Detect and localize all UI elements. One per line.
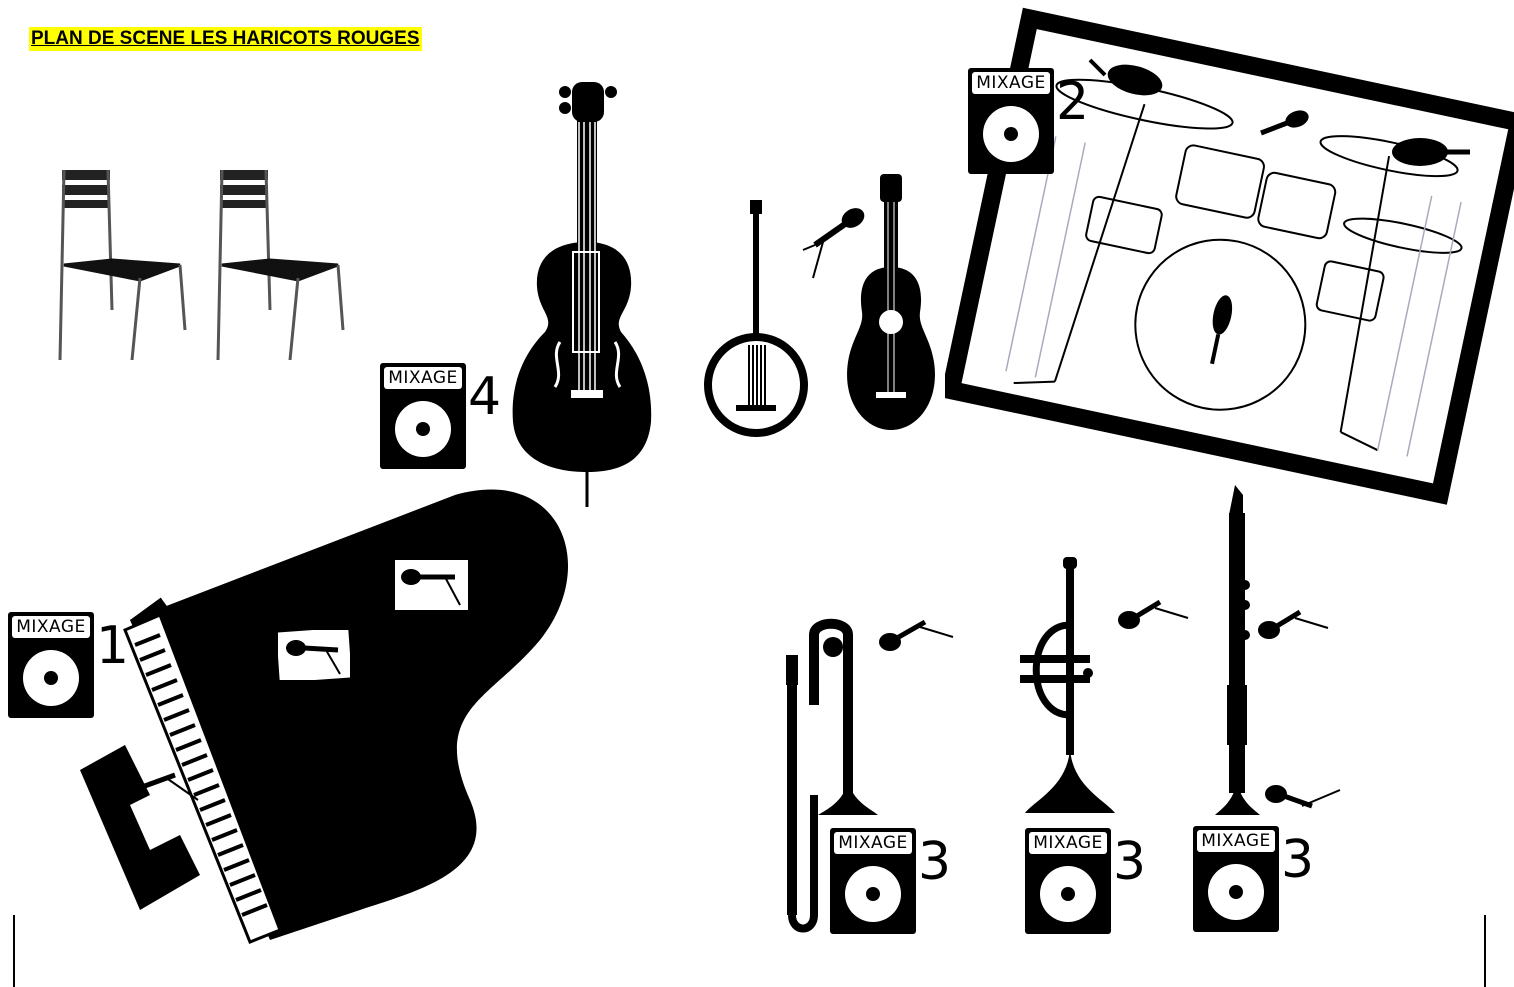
monitor-label: MIXAGE [1029,832,1107,854]
microphone-icon [120,765,200,815]
monitor-number: 2 [1056,74,1089,130]
clarinet-icon [1205,485,1275,825]
grand-piano-icon [0,470,700,987]
monitor-label: MIXAGE [972,72,1050,94]
microphone-icon [1115,590,1190,640]
chairs-group [50,160,350,365]
speaker-cone [1208,864,1264,920]
trumpet-icon [1010,555,1120,825]
monitor-number: 4 [468,369,501,425]
chair-icon [60,170,185,360]
monitor-number: 1 [96,618,129,674]
speaker-cone [1040,866,1096,922]
chair-icon [218,170,343,360]
speaker-cone [395,401,451,457]
microphone-icon [875,612,955,657]
speaker-cone [23,650,79,706]
monitor-number: 3 [918,834,951,890]
monitor-label: MIXAGE [384,367,462,389]
microphone-icon [1390,130,1475,180]
microphone-icon [278,630,350,680]
microphone-icon [1255,105,1315,150]
monitor-number: 3 [1113,834,1146,890]
microphone-icon [1255,600,1330,645]
microphone-icon [395,560,468,610]
monitor-label: MIXAGE [1197,830,1275,852]
monitor-number: 3 [1281,832,1314,888]
microphone-icon [1262,778,1342,823]
double-bass-icon [505,72,655,512]
microphone-icon [1085,50,1170,110]
speaker-cone [983,106,1039,162]
ukulele-icon [840,172,945,434]
stage-edge-left [13,915,15,987]
monitor-label: MIXAGE [834,832,912,854]
stage-edge-right [1484,915,1486,987]
monitor-label: MIXAGE [12,616,90,638]
page-title: PLAN DE SCENE LES HARICOTS ROUGES [29,27,422,51]
speaker-cone [845,866,901,922]
